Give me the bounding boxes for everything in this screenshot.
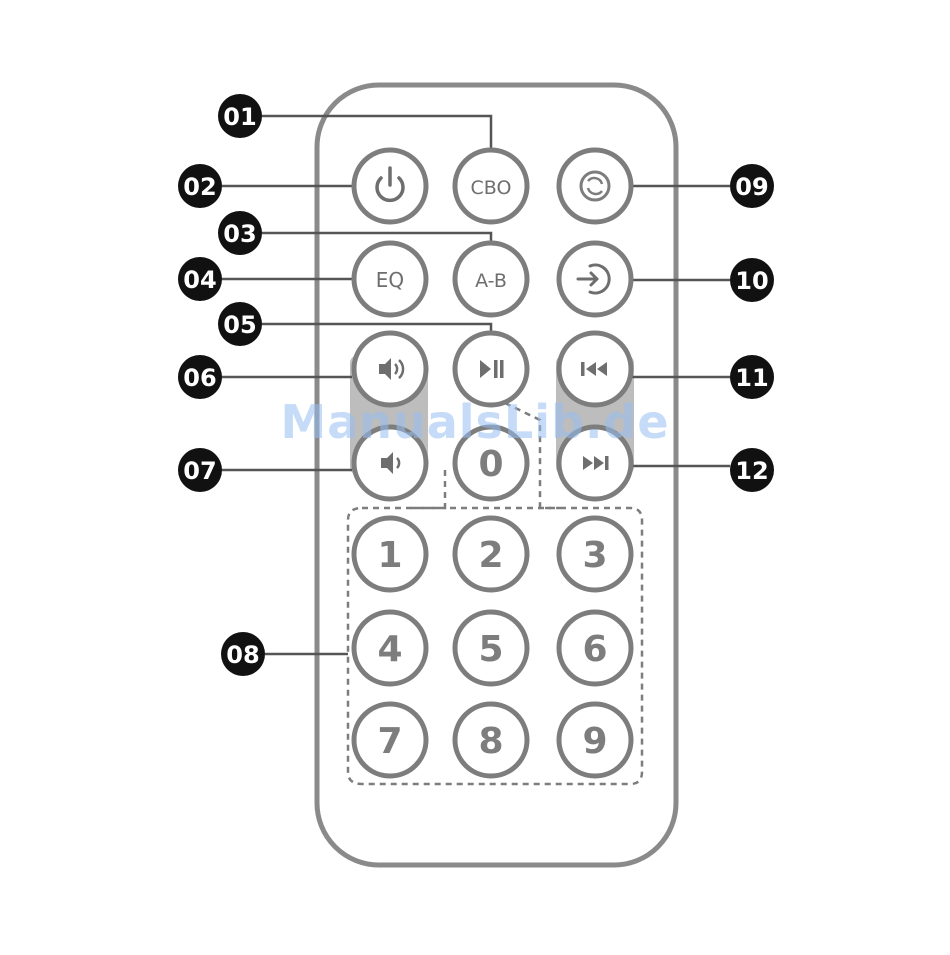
volume-up-button[interactable] — [354, 333, 426, 405]
digit-button-4[interactable]: 4 — [354, 612, 426, 684]
digit-label-2: 2 — [478, 535, 503, 576]
callout-07-label: 07 — [183, 457, 216, 485]
digit-label-4: 4 — [377, 629, 402, 670]
digit-button-3[interactable]: 3 — [559, 518, 631, 590]
ab-label: A-B — [475, 270, 507, 292]
digit-button-7[interactable]: 7 — [354, 704, 426, 776]
digit-button-8[interactable]: 8 — [455, 704, 527, 776]
callout-04-label: 04 — [183, 266, 216, 294]
digit-label-3: 3 — [582, 535, 607, 576]
callout-12: 12 — [730, 448, 774, 492]
callout-04: 04 — [178, 257, 222, 301]
digit-button-2[interactable]: 2 — [455, 518, 527, 590]
callout-09-label: 09 — [735, 173, 768, 201]
eq-button[interactable]: EQ — [354, 243, 426, 315]
digit-button-5[interactable]: 5 — [455, 612, 527, 684]
eq-label: EQ — [376, 268, 404, 292]
callout-03: 03 — [218, 211, 262, 255]
zero-label: 0 — [478, 444, 503, 485]
cbo-button[interactable]: CBO — [455, 150, 527, 222]
digit-button-6[interactable]: 6 — [559, 612, 631, 684]
callout-11-label: 11 — [735, 364, 768, 392]
digit-label-8: 8 — [478, 721, 503, 762]
callout-02: 02 — [178, 164, 222, 208]
callout-05-label: 05 — [223, 311, 256, 339]
next-track-button[interactable] — [559, 427, 631, 499]
digit-label-6: 6 — [582, 629, 607, 670]
callout-07: 07 — [178, 448, 222, 492]
callout-06-label: 06 — [183, 364, 216, 392]
callout-06: 06 — [178, 355, 222, 399]
previous-track-button[interactable] — [559, 333, 631, 405]
callout-12-label: 12 — [735, 457, 768, 485]
callout-01-label: 01 — [223, 103, 256, 131]
digit-label-7: 7 — [377, 721, 402, 762]
callout-08: 08 — [221, 632, 265, 676]
digit-label-5: 5 — [478, 629, 503, 670]
callout-03-label: 03 — [223, 220, 256, 248]
callout-01: 01 — [218, 94, 262, 138]
volume-down-button[interactable] — [354, 427, 426, 499]
cbo-label: CBO — [471, 177, 512, 199]
ab-button[interactable]: A-B — [455, 243, 527, 315]
digit-label-9: 9 — [582, 721, 607, 762]
callout-11: 11 — [730, 355, 774, 399]
play-pause-button[interactable] — [455, 333, 527, 405]
callout-10-label: 10 — [735, 267, 768, 295]
zero-button[interactable]: 0 — [455, 427, 527, 499]
power-button[interactable] — [354, 150, 426, 222]
callout-10: 10 — [730, 258, 774, 302]
input-button[interactable] — [559, 243, 631, 315]
digit-button-9[interactable]: 9 — [559, 704, 631, 776]
digit-button-1[interactable]: 1 — [354, 518, 426, 590]
digit-label-1: 1 — [377, 535, 402, 576]
callout-05: 05 — [218, 302, 262, 346]
mode-button[interactable] — [559, 150, 631, 222]
callout-08-label: 08 — [226, 641, 259, 669]
callout-02-label: 02 — [183, 173, 216, 201]
callout-09: 09 — [730, 164, 774, 208]
